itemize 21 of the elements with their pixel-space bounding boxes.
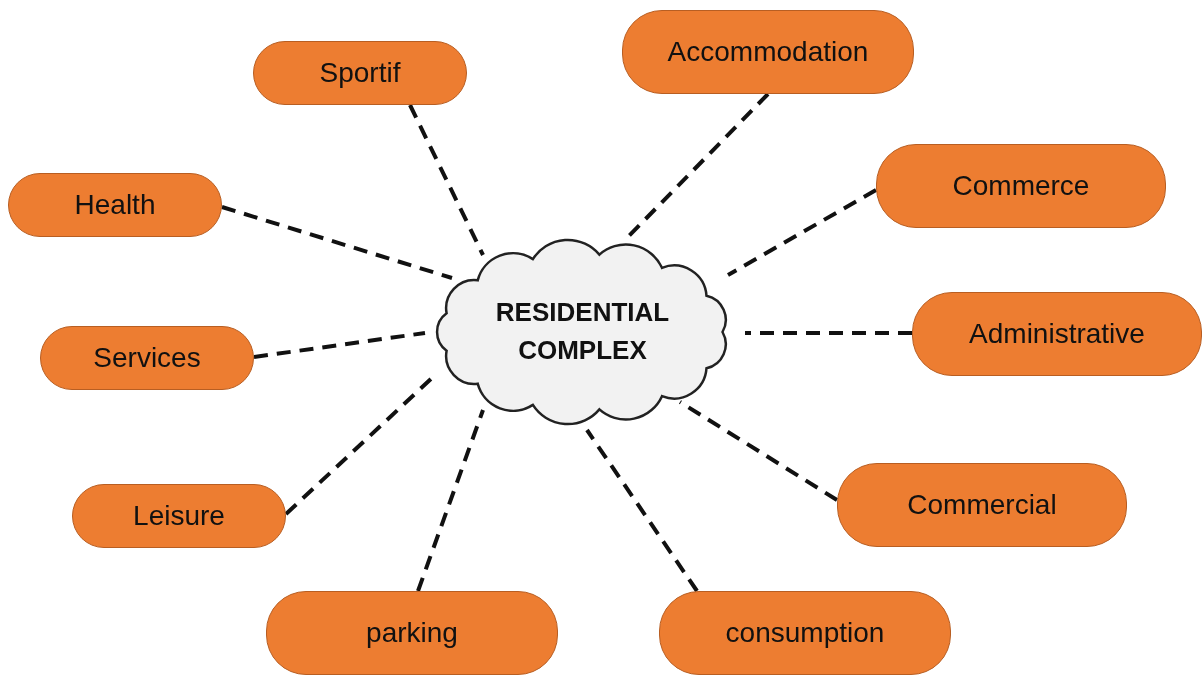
rounded-label-box [912,292,1202,376]
dashed-connector [727,188,877,277]
dashed-connector [585,428,699,593]
node-label: consumption [725,617,885,649]
node-label: Accommodation [667,36,869,68]
dashed-connector [745,331,912,335]
node-label: RESIDENTIAL COMPLEX [494,296,671,367]
dashed-connector [416,409,485,592]
dashed-connector [253,331,426,359]
node-label: parking [366,617,458,649]
dashed-connector [221,205,453,280]
dashed-connector [408,104,485,256]
node-label: Commercial [907,489,1057,521]
node-label: Sportif [319,57,401,89]
node-label: Commerce [952,170,1090,202]
dashed-connector [678,400,839,502]
node-label: Leisure [133,500,225,532]
node-label: Health [74,189,156,221]
node-label: Administrative [969,318,1145,350]
dashed-connector [284,376,434,516]
node-label: Services [93,342,201,374]
